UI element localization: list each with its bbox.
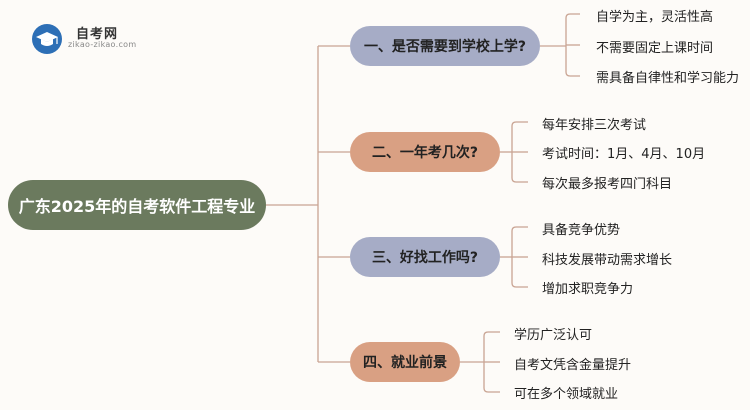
branch-node-3: 三、好找工作吗? <box>350 237 500 277</box>
root-node: 广东2025年的自考软件工程专业 <box>8 180 266 230</box>
branch-node-2: 二、一年考几次? <box>350 132 500 172</box>
leaf-4-3: 可在多个领域就业 <box>514 387 619 402</box>
logo-subtitle: zikao-zikao.com <box>68 40 137 49</box>
leaf-4-1: 学历广泛认可 <box>514 328 593 343</box>
leaf-2-1: 每年安排三次考试 <box>542 118 647 133</box>
logo-title: 自考网 <box>76 27 119 42</box>
leaf-2-3: 每次最多报考四门科目 <box>542 177 673 192</box>
branch-node-4: 四、就业前景 <box>350 342 460 382</box>
leaf-4-2: 自考文凭含金量提升 <box>514 358 632 373</box>
leaf-3-3: 增加求职竞争力 <box>542 282 634 297</box>
leaf-3-1: 具备竞争优势 <box>542 223 621 238</box>
branch-node-1: 一、是否需要到学校上学? <box>350 26 540 66</box>
site-logo[interactable]: 自考网 zikao-zikao.com <box>32 20 172 56</box>
leaf-1-2: 不需要固定上课时间 <box>596 41 714 56</box>
graduation-cap-icon <box>32 24 62 54</box>
leaf-3-2: 科技发展带动需求增长 <box>542 253 673 268</box>
connector-b1-trunk <box>565 13 580 19</box>
leaf-1-3: 需具备自律性和学习能力 <box>596 71 740 86</box>
leaf-1-1: 自学为主，灵活性高 <box>596 10 714 25</box>
leaf-2-2: 考试时间：1月、4月、10月 <box>542 147 706 162</box>
